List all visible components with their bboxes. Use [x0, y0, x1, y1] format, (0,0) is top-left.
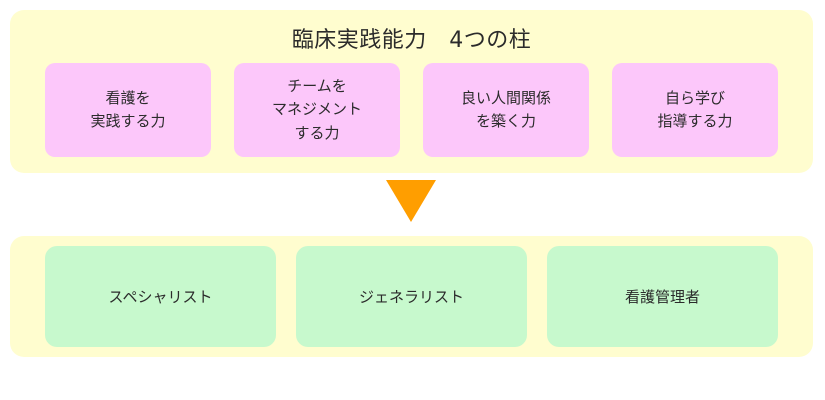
pillar-line: を築く力 [475, 112, 536, 130]
pillar-line: 実践する力 [90, 112, 166, 130]
role-label: スペシャリスト [108, 288, 213, 306]
down-arrow-triangle [386, 180, 436, 222]
pillar-line: 良い人間関係 [460, 88, 551, 107]
pillar-team-management: チームを マネジメント する力 [234, 63, 400, 157]
role-nurse-manager: 看護管理者 [547, 246, 778, 347]
role-generalist: ジェネラリスト [296, 246, 527, 347]
pillar-human-relations: 良い人間関係 を築く力 [423, 63, 589, 157]
down-arrow-icon [386, 180, 436, 228]
pillar-nursing-practice: 看護を 実践する力 [45, 63, 211, 157]
clinical-competency-panel: 臨床実践能力 4つの柱 看護を 実践する力 チームを マネジメント する力 良い… [10, 10, 813, 173]
role-label: 看護管理者 [624, 288, 700, 306]
pillar-line: 看護を [105, 88, 151, 107]
role-label: ジェネラリスト [358, 288, 464, 306]
role-box-row: スペシャリスト ジェネラリスト 看護管理者 [45, 246, 778, 347]
pillar-self-learning: 自ら学び 指導する力 [612, 63, 778, 157]
pillar-line: マネジメント [271, 100, 362, 119]
pillar-line: する力 [294, 123, 340, 142]
pillar-box-row: 看護を 実践する力 チームを マネジメント する力 良い人間関係 を築く力 自ら… [45, 63, 778, 157]
pillar-line: 指導する力 [657, 112, 733, 130]
pillar-line: チームを [287, 77, 347, 96]
pillar-line: 自ら学び [664, 88, 725, 107]
role-specialist: スペシャリスト [45, 246, 276, 347]
page-title: 臨床実践能力 4つの柱 [291, 28, 532, 53]
career-role-panel: スペシャリスト ジェネラリスト 看護管理者 [10, 236, 813, 357]
